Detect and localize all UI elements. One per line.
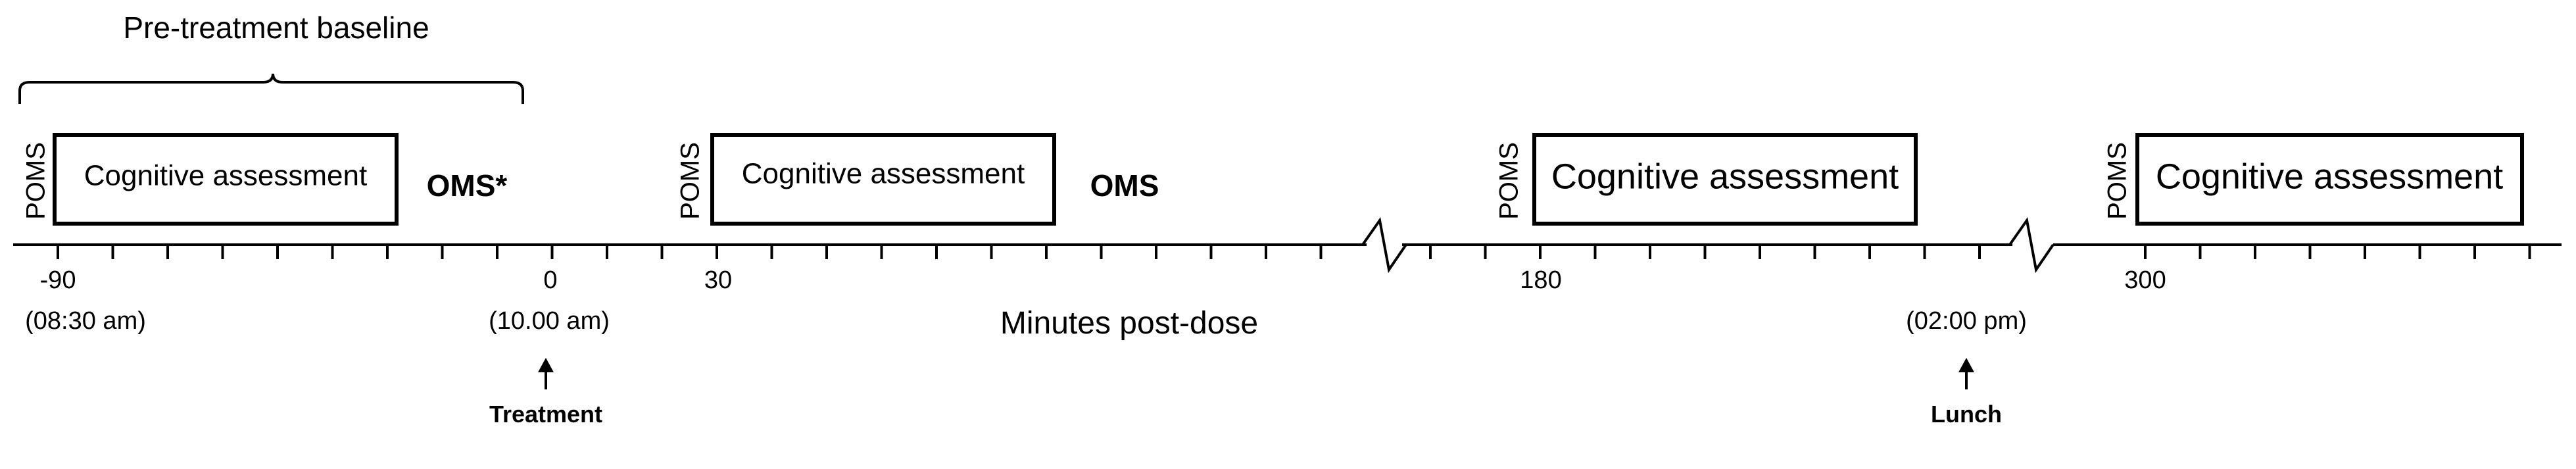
tick-label-minus-90: -90 — [40, 266, 76, 294]
tick-label-180: 180 — [1520, 266, 1561, 294]
time-label-lunch: (02:00 pm) — [1906, 307, 2027, 335]
treatment-arrow — [538, 358, 554, 389]
cognitive-assessment-label-1: Cognitive assessment — [84, 160, 367, 192]
axis-break-mark-1 — [1361, 216, 1407, 274]
treatment-label: Treatment — [489, 401, 602, 428]
cognitive-assessment-label-4: Cognitive assessment — [2156, 157, 2503, 196]
lunch-arrow — [1958, 358, 1974, 389]
cognitive-assessment-box-1 — [53, 133, 399, 226]
poms-label-3: POMS — [1495, 142, 1524, 220]
tick-marks — [57, 245, 2531, 259]
poms-label-1: POMS — [22, 142, 51, 220]
time-label-0830: (08:30 am) — [25, 307, 146, 335]
tick-label-300: 300 — [2124, 266, 2166, 294]
time-label-1000: (10.00 am) — [489, 307, 610, 335]
tick-label-0: 0 — [543, 266, 557, 294]
axis-label: Minutes post-dose — [1000, 306, 1258, 341]
cognitive-assessment-box-2 — [710, 133, 1056, 226]
cognitive-assessment-label-2: Cognitive assessment — [742, 158, 1025, 190]
cognitive-assessment-label-3: Cognitive assessment — [1551, 157, 1899, 196]
cognitive-assessment-box-4 — [2135, 133, 2524, 226]
baseline-brace — [18, 73, 524, 104]
baseline-label: Pre-treatment baseline — [123, 11, 429, 45]
oms-star-label: OMS* — [427, 168, 508, 203]
poms-label-4: POMS — [2103, 142, 2132, 220]
lunch-label: Lunch — [1931, 401, 2002, 428]
cognitive-assessment-box-3 — [1532, 133, 1918, 226]
oms-label: OMS — [1090, 168, 1159, 203]
axis-break-mark-2 — [2008, 216, 2054, 274]
tick-label-30: 30 — [704, 266, 732, 294]
poms-label-2: POMS — [676, 142, 705, 220]
